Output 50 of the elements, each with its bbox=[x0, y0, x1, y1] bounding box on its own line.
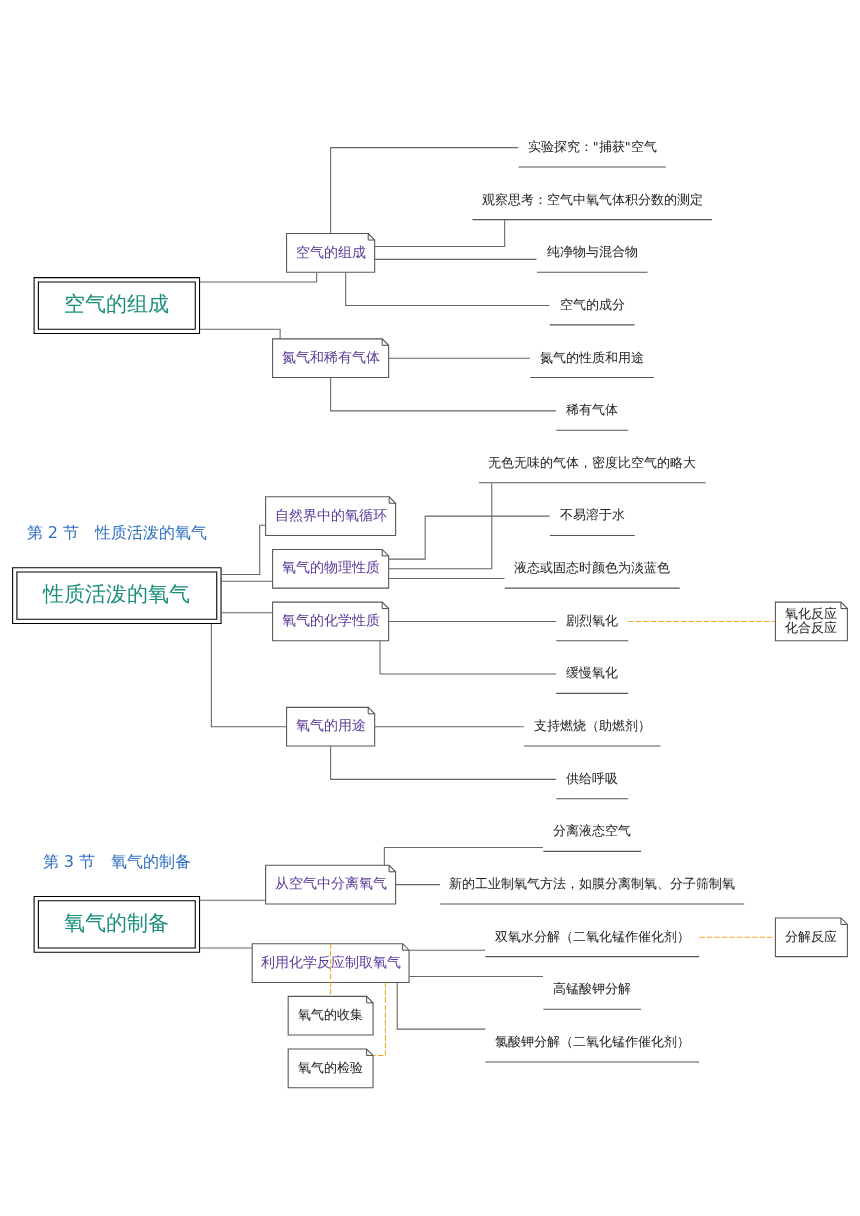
connector bbox=[199, 947, 253, 949]
connector bbox=[345, 272, 551, 307]
connector bbox=[220, 612, 273, 614]
connector bbox=[199, 271, 318, 283]
node-text: 供给呼吸 bbox=[566, 770, 619, 786]
node-box: 空气的组成 bbox=[33, 277, 201, 335]
connector bbox=[383, 847, 544, 866]
node-text: 高锰酸钾分解 bbox=[553, 981, 632, 997]
connector bbox=[330, 745, 557, 780]
connector bbox=[388, 515, 551, 560]
connector bbox=[627, 620, 776, 622]
label: 第 2 节 性质活泼的氧气 bbox=[26, 523, 208, 543]
node-text: 支持燃烧（助燃剂） bbox=[533, 718, 651, 734]
connector bbox=[374, 258, 538, 260]
node-text: 氯酸钾分解（二氧化锰作催化剂） bbox=[494, 1033, 690, 1049]
connector bbox=[408, 975, 544, 978]
connector bbox=[395, 884, 441, 886]
connector bbox=[408, 949, 486, 951]
node-text: 分离液态空气 bbox=[553, 823, 632, 839]
node-text: 剧烈氧化 bbox=[566, 612, 619, 628]
connector bbox=[388, 357, 531, 359]
node-text: 实验探究："捕获"空气 bbox=[527, 138, 657, 154]
connector bbox=[330, 377, 557, 412]
node-text: 纯净物与混合物 bbox=[546, 244, 638, 260]
connector bbox=[379, 640, 557, 675]
node-text: 液态或固态时颜色为淡蓝色 bbox=[514, 560, 671, 576]
node-text: 观察思考：空气中氧气体积分数的测定 bbox=[481, 191, 703, 207]
label: 第 3 节 氧气的制备 bbox=[42, 851, 192, 871]
connector bbox=[388, 577, 506, 579]
connector bbox=[374, 726, 525, 728]
connector bbox=[388, 620, 557, 622]
node-box: 性质活泼的氧气 bbox=[12, 567, 222, 625]
connector bbox=[220, 580, 273, 582]
connector bbox=[396, 982, 486, 1030]
node-text: 无色无味的气体，密度比空气的略大 bbox=[488, 454, 697, 470]
connector bbox=[199, 899, 267, 901]
node-text: 双氧水分解（二氧化锰作催化剂） bbox=[494, 928, 690, 944]
node-text: 稀有气体 bbox=[566, 402, 619, 418]
node-text: 新的工业制氧气方法，如膜分离制氧、分子筛制氧 bbox=[449, 875, 736, 891]
connector bbox=[698, 936, 776, 938]
node-box: 氧气的制备 bbox=[33, 895, 201, 953]
node-text: 不易溶于水 bbox=[559, 507, 625, 523]
connector bbox=[374, 219, 506, 247]
node-text: 缓慢氧化 bbox=[566, 665, 619, 681]
connector bbox=[330, 943, 332, 997]
connector bbox=[330, 147, 519, 234]
connector bbox=[199, 328, 281, 340]
connector bbox=[210, 623, 288, 728]
node-text: 空气的成分 bbox=[559, 296, 625, 312]
node-text: 氮气的性质和用途 bbox=[540, 349, 645, 365]
